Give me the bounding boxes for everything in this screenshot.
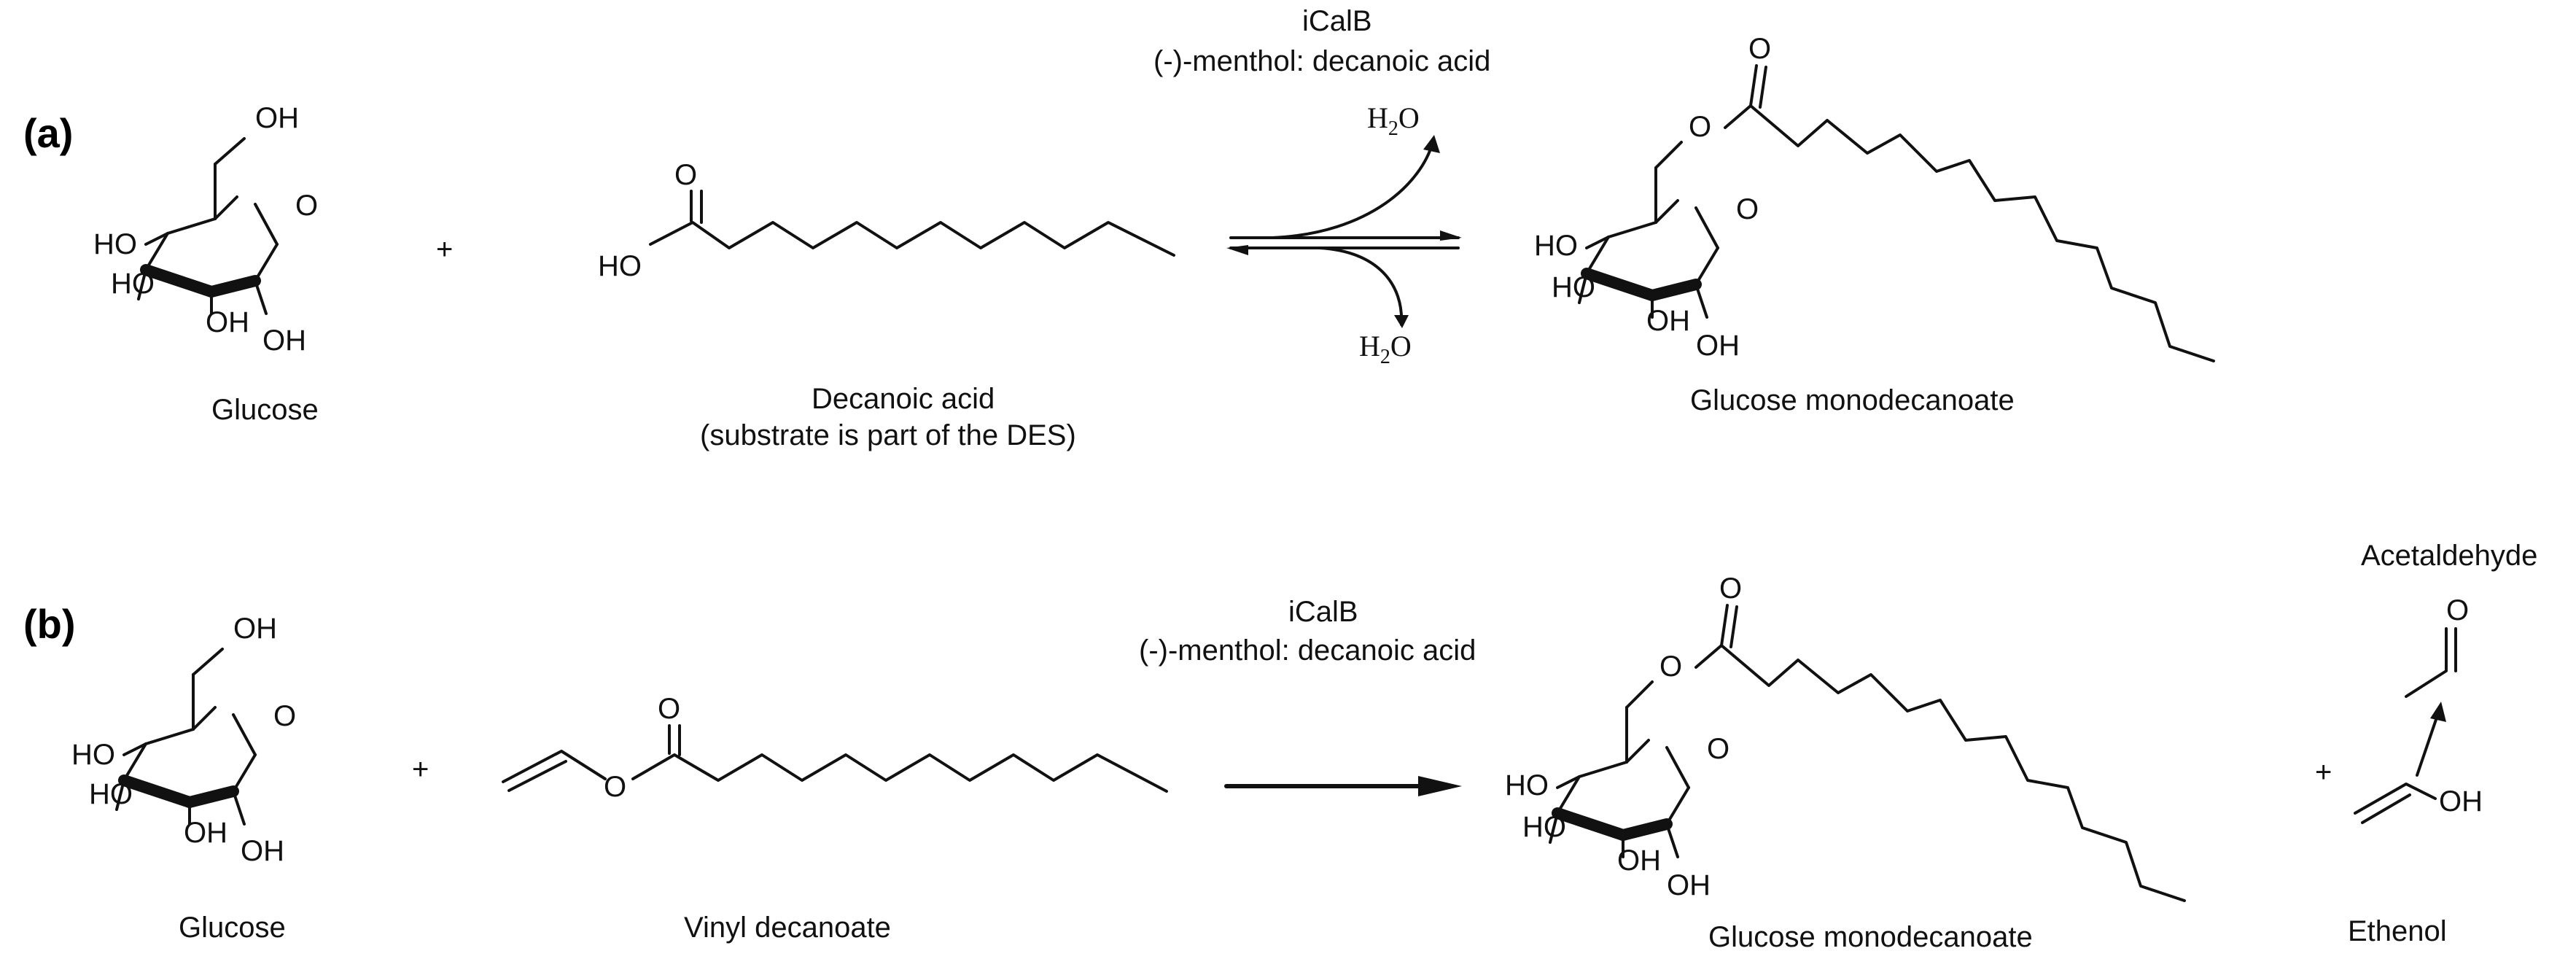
atom-label: O xyxy=(1707,733,1729,765)
tautomerization-arrow xyxy=(2416,702,2446,777)
panel-b-label: (b) xyxy=(23,601,76,647)
atom-label: HO xyxy=(93,228,137,260)
atom-label: OH xyxy=(2439,785,2483,818)
atom-label: OH xyxy=(184,817,227,849)
plus-sign-a: + xyxy=(436,233,453,265)
equilibrium-arrows xyxy=(1226,135,1462,328)
atom-label: OH xyxy=(1646,305,1690,337)
plus-sign-b: + xyxy=(412,753,429,785)
atom-label: HO xyxy=(598,250,642,282)
catalyst-label-b: iCalB xyxy=(1288,596,1358,628)
atom-label: OH xyxy=(1696,330,1740,362)
atom-label: OH xyxy=(262,325,306,357)
atom-label: O xyxy=(1736,193,1759,225)
atom-label: HO xyxy=(1505,769,1549,801)
atom-label: OH xyxy=(241,835,284,867)
decanoic-acid-label-line2: (substrate is part of the DES) xyxy=(700,419,1076,451)
water-out-label: H2O xyxy=(1367,101,1420,140)
decanoic-acid-structure: HO O xyxy=(598,159,1175,282)
solvent-label-a: (-)-menthol: decanoic acid xyxy=(1153,45,1490,77)
product-label-a: Glucose monodecanoate xyxy=(1690,384,2015,416)
atom-label: OH xyxy=(1617,845,1661,877)
atom-label: HO xyxy=(1522,811,1566,843)
acetaldehyde-structure: O xyxy=(2405,594,2469,698)
atom-label: HO xyxy=(111,268,155,300)
atom-label: OH xyxy=(255,102,299,134)
atom-label: O xyxy=(1748,33,1771,65)
atom-label: O xyxy=(1659,651,1682,683)
water-in-label: H2O xyxy=(1359,330,1412,368)
ethenol-label: Ethenol xyxy=(2348,915,2447,947)
atom-label: OH xyxy=(206,306,249,338)
atom-label: O xyxy=(273,700,296,732)
glucose-structure-a: OH O HO HO OH OH xyxy=(93,102,318,357)
atom-label: HO xyxy=(71,739,115,771)
atom-label: O xyxy=(1689,111,1711,143)
glucose-label-b: Glucose xyxy=(179,912,286,944)
reaction-arrow-b xyxy=(1224,776,1462,796)
atom-label: OH xyxy=(233,613,277,645)
atom-label: O xyxy=(604,771,626,803)
atom-label: HO xyxy=(1552,271,1595,303)
vinyl-decanoate-label: Vinyl decanoate xyxy=(684,912,891,944)
panel-a-label: (a) xyxy=(23,110,73,156)
atom-label: O xyxy=(2446,594,2469,626)
atom-label: OH xyxy=(1667,869,1711,901)
atom-label: O xyxy=(658,693,680,725)
ethenol-structure: OH xyxy=(2354,783,2483,824)
plus-sign-b2: + xyxy=(2315,756,2332,788)
solvent-label-b: (-)-menthol: decanoic acid xyxy=(1139,634,1476,667)
vinyl-decanoate-structure: O O xyxy=(502,693,1168,803)
glucose-monodecanoate-structure-a: O O O HO HO OH OH xyxy=(1534,33,2215,362)
glucose-label-a: Glucose xyxy=(211,394,319,426)
acetaldehyde-label: Acetaldehyde xyxy=(2361,540,2537,572)
decanoic-acid-label-line1: Decanoic acid xyxy=(812,383,995,415)
atom-label: O xyxy=(674,159,697,191)
atom-label: HO xyxy=(89,778,133,810)
catalyst-label-a: iCalB xyxy=(1302,5,1372,37)
glucose-monodecanoate-structure-b: O O O HO HO OH OH xyxy=(1505,572,2186,902)
atom-label: O xyxy=(295,190,318,222)
atom-label: HO xyxy=(1534,230,1578,262)
atom-label: O xyxy=(1719,572,1742,605)
glucose-structure-b: OH O HO HO OH OH xyxy=(71,613,296,867)
product-label-b: Glucose monodecanoate xyxy=(1708,921,2033,953)
